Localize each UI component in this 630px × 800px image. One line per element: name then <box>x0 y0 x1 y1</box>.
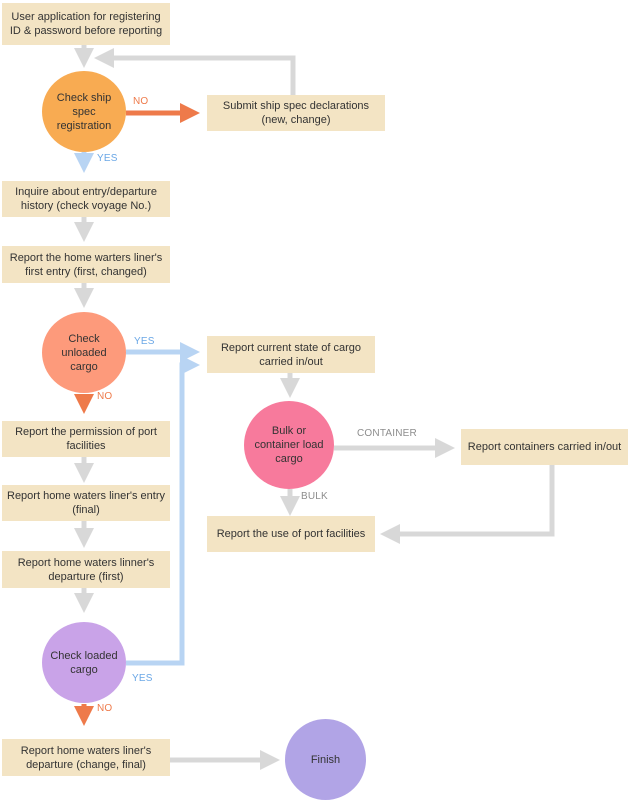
decision-check-registration: Check ship spec registration <box>42 71 126 152</box>
node-submit-spec: Submit ship spec declarations (new, chan… <box>207 95 385 131</box>
label-no-loaded: NO <box>97 703 113 714</box>
node-inquire-history: Inquire about entry/departure history (c… <box>2 181 170 217</box>
decision-check-unloaded: Check unloaded cargo <box>42 312 126 393</box>
node-report-cargo-state: Report current state of cargo carried in… <box>207 336 375 373</box>
label-yes-registration: YES <box>97 153 118 164</box>
arrow-submit-back-to-check <box>94 48 296 95</box>
node-report-containers: Report containers carried in/out <box>461 429 628 465</box>
node-finish: Finish <box>285 719 366 800</box>
node-report-permission: Report the permission of port facilities <box>2 421 170 457</box>
label-yes-loaded: YES <box>132 673 153 684</box>
arrow-containers-to-port-use <box>380 465 555 544</box>
label-bulk: BULK <box>301 491 328 502</box>
node-report-first-entry: Report the home warters liner's first en… <box>2 246 170 283</box>
decision-bulk-or-container: Bulk or container load cargo <box>244 401 334 489</box>
label-no-registration: NO <box>133 96 149 107</box>
label-no-unloaded: NO <box>97 391 113 402</box>
decision-check-loaded: Check loaded cargo <box>42 622 126 703</box>
node-report-entry-final: Report home waters liner's entry (final) <box>2 485 170 521</box>
node-report-departure-final: Report home waters liner's departure (ch… <box>2 739 170 776</box>
label-yes-unloaded: YES <box>134 336 155 347</box>
node-user-application: User application for registering ID & pa… <box>2 3 170 45</box>
label-container: CONTAINER <box>357 428 417 439</box>
node-report-departure-first: Report home waters linner's departure (f… <box>2 551 170 588</box>
arrow-yes-loaded-to-cargo-state <box>126 355 200 666</box>
node-report-port-use: Report the use of port facilities <box>207 516 375 552</box>
